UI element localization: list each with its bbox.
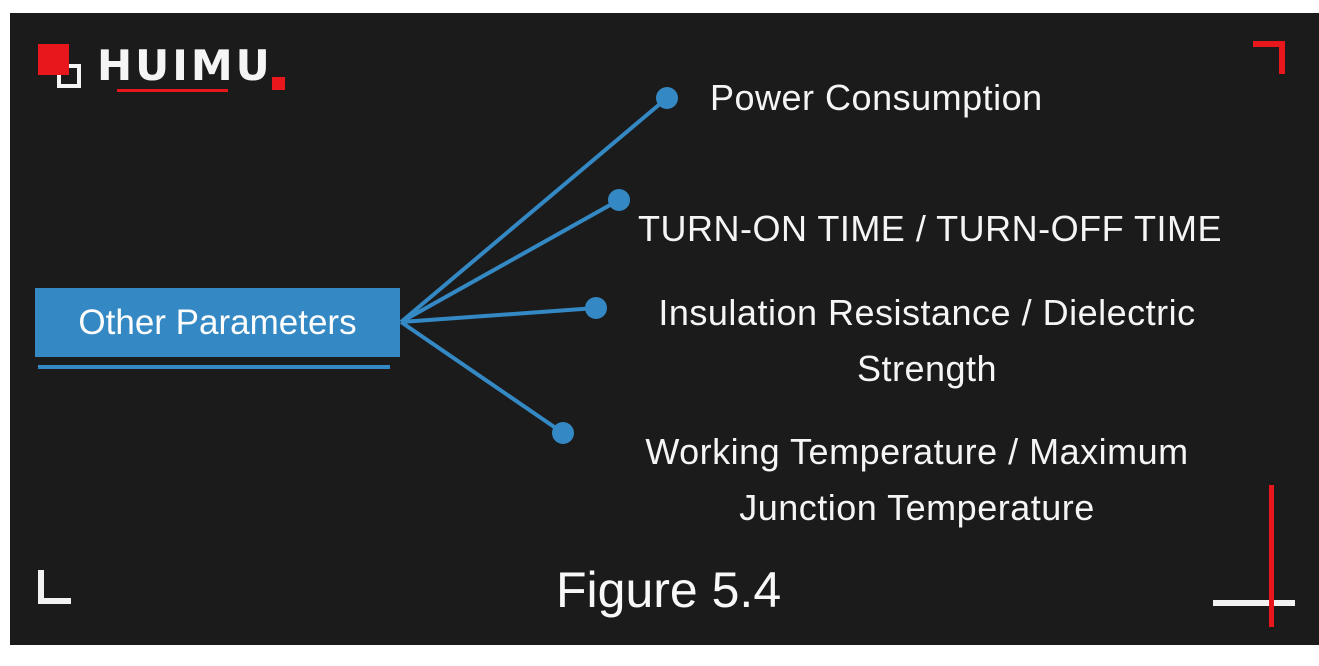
root-node-underline xyxy=(38,365,390,369)
bottom-left-corner-mark xyxy=(38,570,71,604)
root-node-label: Other Parameters xyxy=(78,302,357,342)
branch-label-power: Power Consumption xyxy=(710,77,1043,118)
branch-label-turn-time: TURN-ON TIME / TURN-OFF TIME xyxy=(638,208,1222,249)
logo-wordmark: HUIMU xyxy=(97,41,273,90)
bottom-right-white-line xyxy=(1213,600,1295,606)
branch-label-working-temp: Working Temperature / Maximum Junction T… xyxy=(645,431,1189,528)
bottom-right-red-line xyxy=(1269,485,1274,627)
logo-red-dot-icon xyxy=(272,77,285,90)
root-node-other-parameters: Other Parameters xyxy=(35,288,400,357)
logo-white-square-icon xyxy=(57,64,81,88)
figure-caption: Figure 5.4 xyxy=(556,562,782,618)
branch-label-insulation: Insulation Resistance / Dielectric Stren… xyxy=(658,292,1196,389)
logo-red-square-icon xyxy=(38,44,69,75)
top-right-corner-mark xyxy=(1253,41,1285,74)
logo-underline xyxy=(117,89,228,92)
